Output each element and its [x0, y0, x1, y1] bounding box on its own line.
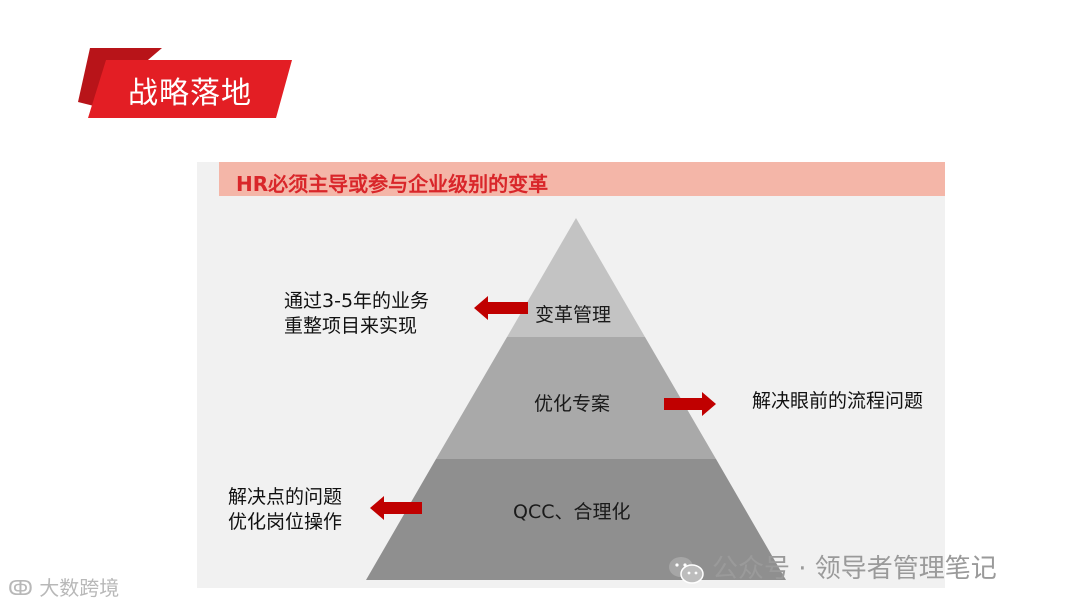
- note-top-left-line1: 通过3-5年的业务: [284, 290, 430, 312]
- note-top-left-line2: 重整项目来实现: [284, 315, 418, 337]
- note-bottom-left-line1: 解决点的问题: [228, 486, 343, 508]
- pyramid-tier-bottom: [366, 459, 786, 580]
- panel-header-bar: [219, 162, 945, 196]
- note-top-left: 通过3-5年的业务 重整项目来实现: [284, 289, 429, 339]
- watermark-right-text: 公众号 · 领导者管理笔记: [712, 554, 997, 584]
- wechat-icon: [669, 556, 704, 584]
- arrow-left-icon: [370, 496, 422, 520]
- arrow-left-icon: [474, 296, 528, 320]
- tier-label-optimization-project: 优化专案: [534, 393, 611, 415]
- panel-header-title: HR必须主导或参与企业级别的变革: [236, 172, 549, 196]
- note-bottom-left-line2: 优化岗位操作: [228, 511, 343, 533]
- tier-label-qcc: QCC、合理化: [513, 501, 631, 523]
- title-banner: [78, 48, 292, 118]
- slide-title: 战略落地: [128, 76, 252, 111]
- note-bottom-left: 解决点的问题 优化岗位操作: [228, 485, 342, 535]
- watermark-left-text: 大数跨境: [39, 576, 120, 600]
- watermark-logo-icon: ↂ: [8, 576, 40, 600]
- watermark-left: ↂ 大数跨境: [8, 572, 119, 601]
- arrow-right-icon: [664, 392, 716, 416]
- pyramid-tier-middle: [436, 337, 716, 459]
- watermark-right: 公众号 · 领导者管理笔记: [668, 548, 997, 585]
- pyramid-tier-top: [507, 218, 645, 337]
- tier-label-change-management: 变革管理: [535, 304, 612, 326]
- note-middle-right: 解决眼前的流程问题: [752, 390, 924, 412]
